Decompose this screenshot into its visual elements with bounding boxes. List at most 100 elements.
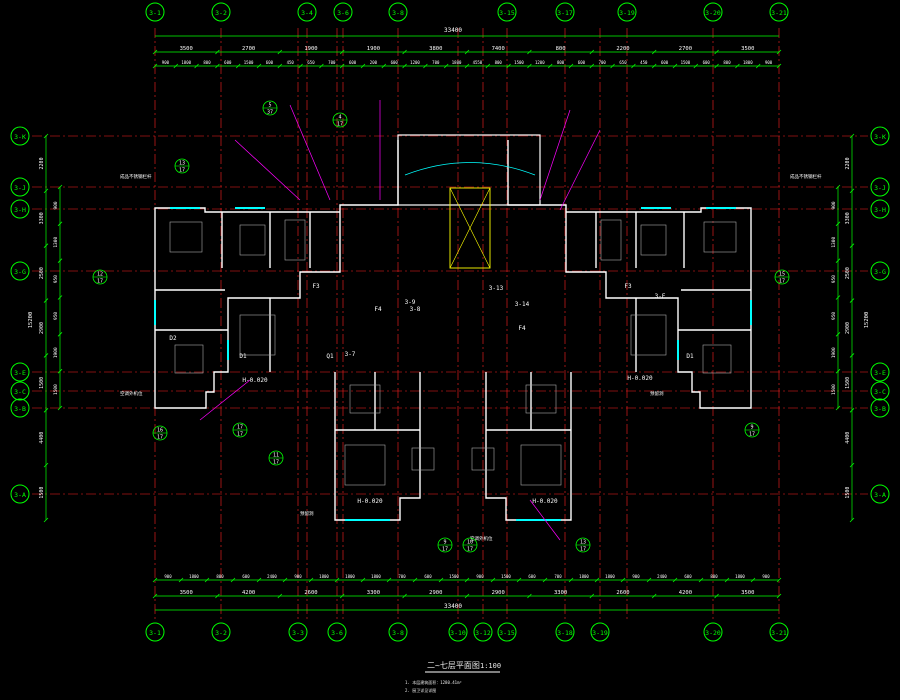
axis-label-right: 3-A bbox=[874, 491, 886, 499]
dim-right-inner-label: 950 bbox=[831, 312, 837, 320]
axis-bubble-right bbox=[870, 398, 890, 418]
dim-top-row1-label: 2200 bbox=[616, 46, 629, 52]
dim-bottom-row1-tick bbox=[724, 577, 730, 583]
dim-right-inner-tick bbox=[835, 258, 841, 263]
dim-bottom-row2-tick bbox=[589, 593, 595, 599]
dim-top-row2-tick bbox=[423, 63, 428, 69]
dim-top-row2-tick bbox=[527, 63, 532, 69]
dim-left-outer-label: 1500 bbox=[39, 487, 45, 499]
dim-bottom-row2-tick bbox=[714, 593, 719, 599]
detail-bubble-num: 13 bbox=[580, 540, 586, 546]
dim-top-row1-label: 2700 bbox=[679, 46, 692, 52]
axis-label-top: 3-17 bbox=[557, 9, 573, 17]
dim-bottom-row1-tick bbox=[594, 577, 600, 583]
label-callout_3f: 3-F bbox=[655, 293, 666, 300]
axis-label-bottom: 3-15 bbox=[499, 629, 515, 637]
annotation-text: 空调外机位 bbox=[470, 535, 493, 542]
axis-bubble-right bbox=[870, 126, 890, 146]
dim-right-inner-label: 1500 bbox=[831, 384, 837, 395]
dim-bottom-row2-label: 4200 bbox=[679, 590, 692, 596]
dim-top-row1-tick bbox=[277, 49, 283, 55]
dim-top-row1-label: 2700 bbox=[242, 46, 255, 52]
axis-label-bottom: 3-8 bbox=[392, 629, 404, 637]
plan-walls bbox=[154, 100, 752, 541]
dim-bottom-row1-label: 1800 bbox=[371, 574, 381, 579]
dim-top-row2-label: 700 bbox=[599, 60, 607, 65]
dim-right-outer-tick bbox=[849, 188, 855, 194]
dim-left-inner-tick bbox=[57, 368, 63, 374]
dim-right-outer-tick bbox=[849, 133, 855, 139]
dim-bottom-row2-label: 2900 bbox=[492, 590, 505, 596]
dim-bottom-row2-tick bbox=[651, 593, 657, 599]
dim-bottom-row1-label: 1800 bbox=[319, 574, 329, 579]
detail-bubble-den: 17 bbox=[337, 122, 343, 128]
dim-top-row1-label: 1900 bbox=[304, 46, 317, 52]
dim-left-outer-tick bbox=[43, 517, 49, 523]
dim-bottom-row1-tick bbox=[464, 577, 470, 583]
dim-left-outer-tick bbox=[43, 188, 49, 194]
dim-bottom-row1-label: 1800 bbox=[345, 574, 355, 579]
detail-bubble-den: 17 bbox=[749, 432, 755, 438]
annotation-text: 成品不锈钢栏杆 bbox=[120, 173, 152, 180]
dim-bottom-row2-label: 3500 bbox=[180, 590, 193, 596]
furniture-left bbox=[169, 221, 203, 253]
dim-top-row2-label: 900 bbox=[765, 60, 773, 65]
dim-bottom-row1-tick bbox=[152, 577, 158, 583]
dim-top-row2-label: 600 bbox=[266, 60, 274, 65]
dim-top-row2-tick bbox=[651, 63, 657, 69]
dim-top-row1-label: 800 bbox=[556, 46, 566, 52]
dim-right-inner-tick bbox=[835, 184, 841, 190]
axis-bubble-top bbox=[333, 2, 353, 22]
detail-bubble-num: 11 bbox=[273, 453, 279, 459]
axis-label-right: 3-H bbox=[874, 206, 886, 214]
dim-top-row2-label: 1200 bbox=[535, 60, 545, 65]
dim-bottom-row1-label: 1500 bbox=[501, 574, 511, 579]
leader-line bbox=[199, 379, 251, 421]
dim-bottom-row2-label: 2600 bbox=[616, 590, 629, 596]
axis-bubble-top bbox=[211, 2, 231, 22]
exterior-wall-right bbox=[507, 140, 752, 409]
axis-bubble-bottom bbox=[448, 622, 468, 642]
dim-right-outer-label: 2500 bbox=[845, 267, 851, 279]
dim-bottom-row1-tick bbox=[256, 577, 262, 583]
drawing-scale: 1:100 bbox=[480, 662, 501, 670]
axis-bubble-left bbox=[10, 484, 30, 504]
dim-total-top-label: 33400 bbox=[444, 27, 462, 34]
detail-bubble-den: 17 bbox=[273, 460, 279, 466]
note-2: 2. 厨卫详见详图 bbox=[405, 687, 436, 693]
dim-top-row2-label: 600 bbox=[578, 60, 586, 65]
dim-left-outer-tick bbox=[43, 353, 49, 358]
axis-label-bottom: 3-21 bbox=[771, 629, 787, 637]
dim-bottom-row2-tick bbox=[402, 593, 407, 599]
furniture-left bbox=[239, 314, 276, 356]
dim-bottom-row1-tick bbox=[360, 577, 366, 583]
axis-bubble-right bbox=[870, 177, 890, 197]
dim-bottom-row1-tick bbox=[438, 577, 444, 583]
axis-bubble-bottom bbox=[388, 622, 408, 642]
dim-right-inner-tick bbox=[835, 332, 841, 337]
axis-bubble-top bbox=[145, 2, 165, 22]
axis-bubble-top bbox=[297, 2, 317, 22]
detail-bubble-num: 13 bbox=[179, 161, 185, 167]
dim-bottom-row1-tick bbox=[386, 577, 392, 583]
dim-top-row2-tick bbox=[589, 63, 595, 69]
axis-bubble-top bbox=[769, 2, 789, 22]
dim-top-row2-label: 800 bbox=[203, 60, 211, 65]
axis-bubble-left bbox=[10, 381, 30, 401]
furniture-left bbox=[174, 344, 204, 374]
dim-top-row2-label: 600 bbox=[349, 60, 357, 65]
axis-bubble-bottom bbox=[497, 622, 517, 642]
dim-top-row2-tick bbox=[610, 63, 615, 69]
dim-top-row2-tick bbox=[631, 63, 636, 69]
detail-bubble-num: 4 bbox=[338, 115, 341, 121]
furniture-right bbox=[703, 221, 737, 253]
dim-total-bottom-label: 33400 bbox=[444, 603, 462, 610]
furniture-right bbox=[640, 224, 667, 256]
leader-line bbox=[559, 129, 601, 211]
dim-top-row2-label: 650 bbox=[307, 60, 315, 65]
dim-top-row2-label: 650 bbox=[619, 60, 627, 65]
axis-label-right: 3-B bbox=[874, 405, 886, 413]
axis-label-right: 3-E bbox=[874, 369, 886, 377]
axis-label-bottom: 3-12 bbox=[475, 629, 491, 637]
leader-line bbox=[529, 499, 561, 541]
